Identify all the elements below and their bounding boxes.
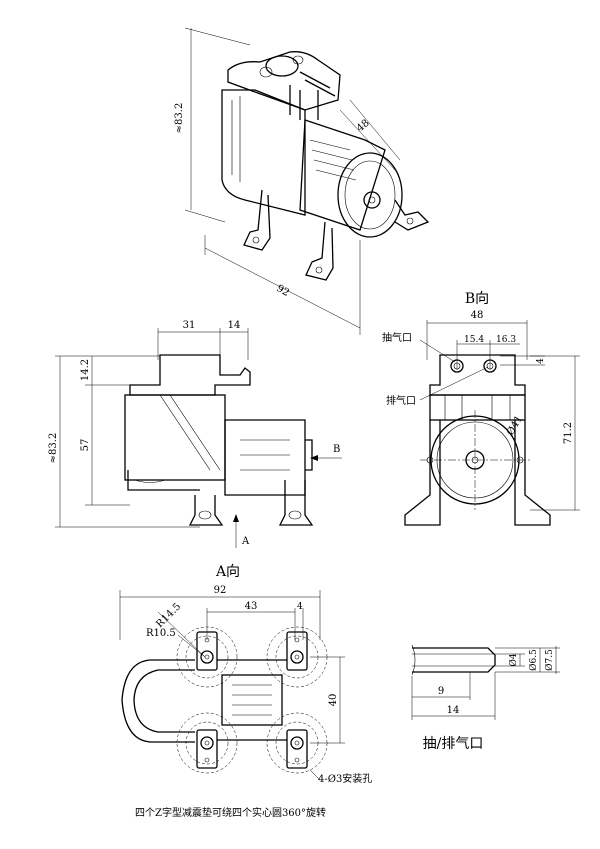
port-title: 抽/排气口 <box>423 736 484 752</box>
front-dim-31: 31 <box>183 320 196 331</box>
port-detail: Ø4 Ø6.5 Ø7.5 9 14 抽/排气口 <box>411 644 560 752</box>
bottom-dim-92: 92 <box>214 585 227 596</box>
front-dim-142: 14.2 <box>80 359 91 381</box>
port-dim-d4: Ø4 <box>508 653 519 666</box>
bottom-dim-r105: R10.5 <box>146 628 176 639</box>
label-intake: 抽气口 <box>382 331 412 344</box>
arrow-b-label: B <box>333 444 340 455</box>
side-view: B向 48 15.4 16.3 4 71.2 抽气口 排气口 <box>382 291 580 526</box>
arrow-a-label: A <box>241 536 250 547</box>
iso-dim-depth: 48 <box>355 118 372 135</box>
side-dim-712: 71.2 <box>563 422 574 444</box>
iso-dim-height: ≈83.2 <box>174 103 185 134</box>
bottom-dim-4: 4 <box>297 602 303 612</box>
bottom-holes-label: 4-Ø3安装孔 <box>318 772 372 785</box>
side-dim-4: 4 <box>536 358 546 364</box>
side-title: B向 <box>465 291 489 307</box>
side-dim-163: 16.3 <box>496 335 516 345</box>
isometric-view: ≈83.2 48 92 <box>174 27 430 335</box>
front-view: 31 14 ≈83.2 14.2 57 A B A向 <box>48 320 342 580</box>
iso-dim-width: 92 <box>275 283 292 299</box>
bottom-dim-r145: R14.5 <box>154 601 183 630</box>
front-dim-14: 14 <box>228 320 241 331</box>
rotation-note: 四个Z字型减震垫可绕四个实心圆360°旋转 <box>135 806 326 819</box>
port-dim-d75: Ø7.5 <box>544 649 555 671</box>
front-title: A向 <box>215 564 240 580</box>
label-exhaust: 排气口 <box>386 394 416 407</box>
port-dim-14: 14 <box>447 705 460 716</box>
front-dim-57: 57 <box>80 439 91 452</box>
bottom-dim-40: 40 <box>328 694 339 707</box>
side-dim-154: 15.4 <box>464 335 484 345</box>
side-dim-48: 48 <box>471 310 484 321</box>
bottom-view: 92 43 4 R14.5 R10.5 40 <box>119 585 372 785</box>
front-dim-832: ≈83.2 <box>48 433 59 464</box>
bottom-dim-43: 43 <box>245 601 258 612</box>
port-dim-9: 9 <box>438 686 444 697</box>
port-dim-d65: Ø6.5 <box>528 649 539 671</box>
